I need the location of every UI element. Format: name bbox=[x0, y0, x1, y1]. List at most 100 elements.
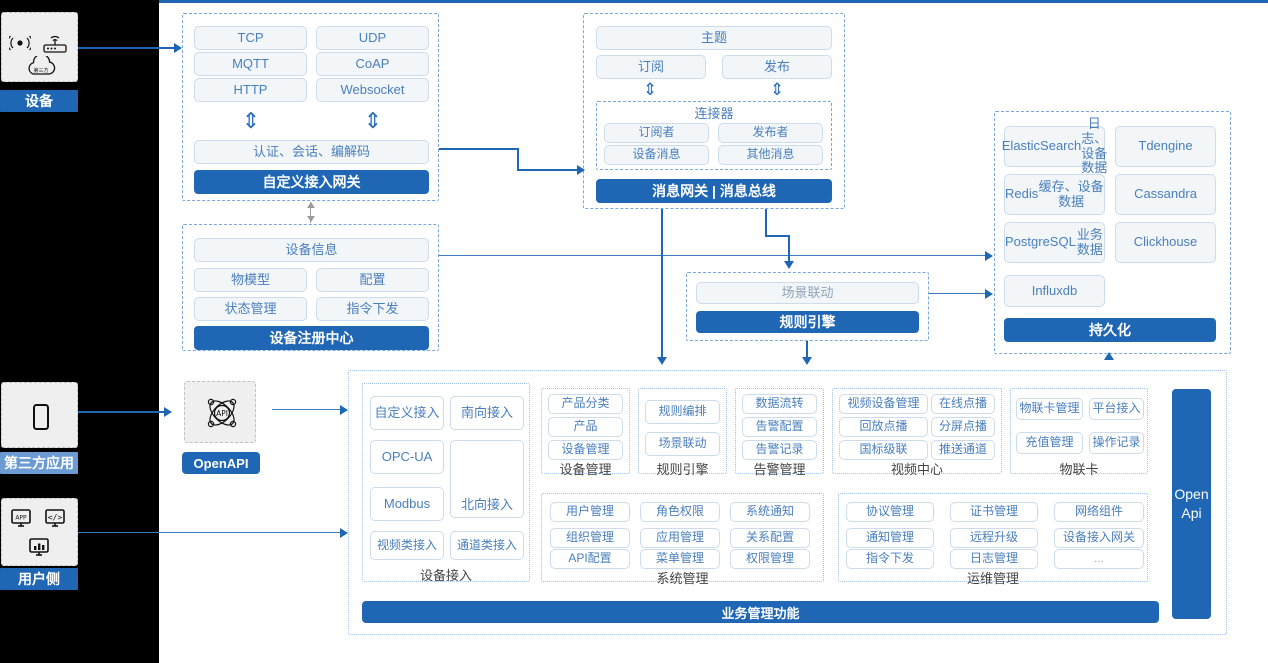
sm-menu-mgmt[interactable]: 菜单管理 bbox=[640, 549, 720, 569]
protocol-tcp[interactable]: TCP bbox=[194, 26, 307, 50]
om-more[interactable]: ... bbox=[1054, 549, 1144, 569]
gateway-middle[interactable]: 认证、会话、编解码 bbox=[194, 140, 429, 164]
access-opc-ua[interactable]: OPC-UA bbox=[370, 440, 444, 474]
access-custom[interactable]: 自定义接入 bbox=[370, 396, 444, 430]
access-channel[interactable]: 通道类接入 bbox=[450, 531, 524, 560]
vc-playback[interactable]: 回放点播 bbox=[839, 417, 928, 437]
sm-api-config[interactable]: API配置 bbox=[550, 549, 630, 569]
video-center-group bbox=[832, 388, 1002, 474]
store-clickhouse[interactable]: Clickhouse bbox=[1115, 222, 1216, 263]
ic-operation-record[interactable]: 操作记录 bbox=[1089, 432, 1144, 454]
svg-text:APP: APP bbox=[15, 515, 27, 522]
access-video[interactable]: 视频类接入 bbox=[370, 531, 444, 560]
om-cert-mgmt[interactable]: 证书管理 bbox=[950, 502, 1038, 522]
protocol-mqtt[interactable]: MQTT bbox=[194, 52, 307, 76]
vc-push-channel[interactable]: 推送通道 bbox=[931, 440, 995, 460]
om-log-mgmt[interactable]: 日志管理 bbox=[950, 549, 1038, 569]
registry-state-mgmt[interactable]: 状态管理 bbox=[194, 297, 307, 321]
store-elasticsearch[interactable]: ElasticSearch 日志、设备数据 bbox=[1002, 116, 1108, 176]
message-updown-arrow-left: ⇕ bbox=[642, 79, 658, 100]
conn-msgbus-rule-h bbox=[765, 235, 790, 237]
om-device-access-gateway[interactable]: 设备接入网关 bbox=[1054, 528, 1144, 548]
sm-user-mgmt[interactable]: 用户管理 bbox=[550, 502, 630, 522]
registry-footer[interactable]: 设备注册中心 bbox=[194, 326, 429, 350]
sm-relation-config[interactable]: 关系配置 bbox=[730, 528, 810, 548]
connector-device-message[interactable]: 设备消息 bbox=[604, 145, 709, 165]
access-northbound[interactable]: 北向接入 bbox=[450, 440, 524, 518]
sm-app-mgmt[interactable]: 应用管理 bbox=[640, 528, 720, 548]
system-mgmt-group bbox=[541, 493, 824, 582]
registry-thing-model[interactable]: 物模型 bbox=[194, 268, 307, 292]
om-remote-upgrade[interactable]: 远程升级 bbox=[950, 528, 1038, 548]
protocol-http[interactable]: HTTP bbox=[194, 78, 307, 102]
vc-split-screen[interactable]: 分屏点播 bbox=[931, 417, 995, 437]
conn-device-to-gateway-arrow bbox=[174, 43, 182, 53]
sm-org-mgmt[interactable]: 组织管理 bbox=[550, 528, 630, 548]
store-cassandra[interactable]: Cassandra bbox=[1115, 174, 1216, 215]
conn-gw-msg-arrow bbox=[577, 165, 585, 175]
access-southbound[interactable]: 南向接入 bbox=[450, 396, 524, 430]
am-alarm-record[interactable]: 告警记录 bbox=[742, 440, 817, 460]
connector-other-message[interactable]: 其他消息 bbox=[718, 145, 823, 165]
store-postgresql[interactable]: PostgreSQL 业务数据 bbox=[1004, 222, 1105, 263]
open-api-side-bar[interactable]: Open Api bbox=[1172, 389, 1211, 619]
business-footer[interactable]: 业务管理功能 bbox=[362, 601, 1159, 623]
gateway-group bbox=[182, 13, 439, 201]
code-screen-icon: </> bbox=[43, 507, 67, 529]
am-alarm-config[interactable]: 告警配置 bbox=[742, 417, 817, 437]
vc-gb-cascade[interactable]: 国标级联 bbox=[839, 440, 928, 460]
conn-persistence-bottom-arrow bbox=[1104, 352, 1114, 360]
re-scene-linkage[interactable]: 场景联动 bbox=[645, 432, 720, 456]
rule-scene-linkage[interactable]: 场景联动 bbox=[696, 282, 919, 304]
persistence-footer[interactable]: 持久化 bbox=[1004, 318, 1216, 342]
am-data-flow[interactable]: 数据流转 bbox=[742, 394, 817, 414]
conn-registry-to-persistence-arrow bbox=[985, 251, 993, 261]
message-subscribe[interactable]: 订阅 bbox=[596, 55, 706, 79]
dm-product[interactable]: 产品 bbox=[548, 417, 623, 437]
store-postgresql-name: PostgreSQL bbox=[1005, 234, 1076, 250]
ic-card-mgmt[interactable]: 物联卡管理 bbox=[1016, 398, 1083, 420]
connector-publisher[interactable]: 发布者 bbox=[718, 123, 823, 143]
re-rule-orchestration[interactable]: 规则编排 bbox=[645, 400, 720, 424]
protocol-websocket[interactable]: Websocket bbox=[316, 78, 429, 102]
protocol-coap[interactable]: CoAP bbox=[316, 52, 429, 76]
registry-command-dispatch[interactable]: 指令下发 bbox=[316, 297, 429, 321]
protocol-udp[interactable]: UDP bbox=[316, 26, 429, 50]
message-footer[interactable]: 消息网关 | 消息总线 bbox=[596, 179, 832, 203]
sm-system-notice[interactable]: 系统通知 bbox=[730, 502, 810, 522]
user-icon-panel: APP </> bbox=[1, 498, 78, 566]
store-influxdb[interactable]: Influxdb bbox=[1004, 275, 1105, 307]
conn-msg-to-business-arrow bbox=[657, 357, 667, 365]
device-access-title: 设备接入 bbox=[419, 567, 472, 583]
rule-footer[interactable]: 规则引擎 bbox=[696, 311, 919, 333]
gateway-updown-arrow-right: ⇕ bbox=[363, 109, 383, 134]
dm-product-category[interactable]: 产品分类 bbox=[548, 394, 623, 414]
ops-mgmt-title: 运维管理 bbox=[966, 570, 1019, 586]
store-tdengine[interactable]: Tdengine bbox=[1115, 126, 1216, 167]
connector-group bbox=[596, 101, 832, 170]
conn-rule-to-business-arrow bbox=[802, 357, 812, 365]
ic-platform-access[interactable]: 平台接入 bbox=[1089, 398, 1144, 420]
registry-header[interactable]: 设备信息 bbox=[194, 238, 429, 262]
conn-msgbus-rule-arrow bbox=[784, 261, 794, 269]
ic-recharge-mgmt[interactable]: 充值管理 bbox=[1016, 432, 1083, 454]
dm-device-mgmt[interactable]: 设备管理 bbox=[548, 440, 623, 460]
gateway-footer[interactable]: 自定义接入网关 bbox=[194, 170, 429, 194]
vc-live-play[interactable]: 在线点播 bbox=[931, 394, 995, 414]
device-mgmt-group bbox=[541, 388, 630, 474]
om-protocol-mgmt[interactable]: 协议管理 bbox=[846, 502, 934, 522]
registry-config[interactable]: 配置 bbox=[316, 268, 429, 292]
connector-subscriber[interactable]: 订阅者 bbox=[604, 123, 709, 143]
sm-permission-mgmt[interactable]: 权限管理 bbox=[730, 549, 810, 569]
om-command-dispatch[interactable]: 指令下发 bbox=[846, 549, 934, 569]
access-modbus[interactable]: Modbus bbox=[370, 487, 444, 521]
sm-role-permission[interactable]: 角色权限 bbox=[640, 502, 720, 522]
openapi-icon-panel: API bbox=[184, 381, 256, 443]
vc-video-device-mgmt[interactable]: 视频设备管理 bbox=[839, 394, 928, 414]
signal-icon bbox=[9, 35, 31, 51]
message-topic[interactable]: 主题 bbox=[596, 26, 832, 50]
message-publish[interactable]: 发布 bbox=[722, 55, 832, 79]
om-network-component[interactable]: 网络组件 bbox=[1054, 502, 1144, 522]
store-redis[interactable]: Redis 缓存、设备数据 bbox=[1004, 174, 1105, 215]
om-notice-mgmt[interactable]: 通知管理 bbox=[846, 528, 934, 548]
